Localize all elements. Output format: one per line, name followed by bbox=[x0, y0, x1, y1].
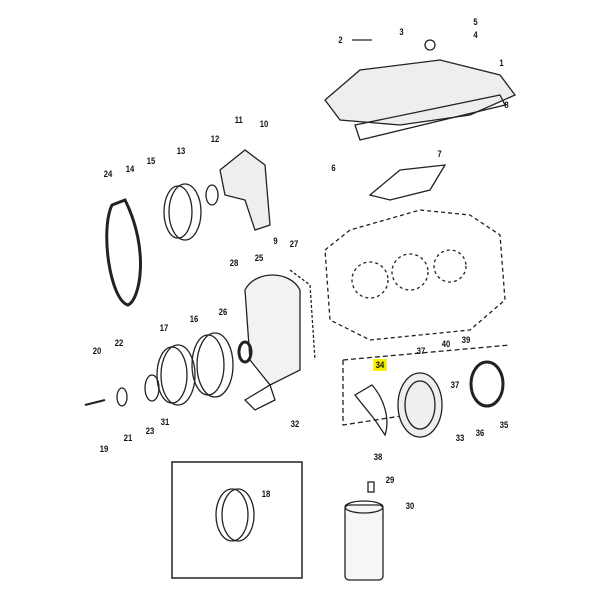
callout-34-highlighted: 34 bbox=[373, 359, 387, 371]
intake-manifold bbox=[324, 59, 517, 126]
part-18 bbox=[215, 488, 249, 542]
callout-8: 8 bbox=[504, 100, 509, 110]
callout-38: 38 bbox=[373, 452, 383, 462]
callout-3: 3 bbox=[399, 27, 404, 37]
callout-26: 26 bbox=[218, 307, 228, 317]
callout-37b: 37 bbox=[450, 380, 460, 390]
manifold-gasket bbox=[354, 94, 506, 141]
baffle-plate bbox=[368, 164, 447, 201]
callout-15: 15 bbox=[146, 156, 156, 166]
callout-40: 40 bbox=[441, 339, 451, 349]
callout-14: 14 bbox=[125, 164, 135, 174]
callout-27: 27 bbox=[289, 239, 299, 249]
water-pump bbox=[219, 149, 271, 231]
callout-12: 12 bbox=[210, 134, 220, 144]
callout-35: 35 bbox=[499, 420, 509, 430]
engine-block-outline bbox=[324, 209, 506, 341]
oil-seal bbox=[237, 340, 253, 364]
callout-29: 29 bbox=[385, 475, 395, 485]
callout-2: 2 bbox=[338, 35, 343, 45]
callout-30: 30 bbox=[405, 501, 415, 511]
drive-belt bbox=[105, 198, 142, 307]
callout-9: 9 bbox=[273, 236, 278, 246]
hub-31 bbox=[144, 374, 160, 402]
callout-28: 28 bbox=[229, 258, 239, 268]
callout-4: 4 bbox=[473, 30, 478, 40]
callout-31: 31 bbox=[160, 417, 170, 427]
callout-18: 18 bbox=[261, 489, 271, 499]
callout-33: 33 bbox=[455, 433, 465, 443]
callout-37a: 37 bbox=[416, 346, 426, 356]
washer-21 bbox=[116, 387, 128, 407]
callout-20: 20 bbox=[92, 346, 102, 356]
rear-seal-35 bbox=[469, 360, 505, 408]
callout-25: 25 bbox=[254, 253, 264, 263]
callout-32: 32 bbox=[290, 419, 300, 429]
cover-gasket bbox=[289, 269, 316, 361]
pump-pulley bbox=[168, 183, 202, 241]
callout-36: 36 bbox=[475, 428, 485, 438]
callout-17: 17 bbox=[159, 323, 169, 333]
gasket-34 bbox=[354, 384, 388, 437]
pulley-16 bbox=[196, 332, 234, 398]
bracket-32 bbox=[243, 384, 276, 411]
inset-box bbox=[171, 461, 303, 579]
callout-39: 39 bbox=[461, 335, 471, 345]
callout-6: 6 bbox=[331, 163, 336, 173]
callout-19: 19 bbox=[99, 444, 109, 454]
callout-23: 23 bbox=[145, 426, 155, 436]
callout-24: 24 bbox=[103, 169, 113, 179]
callout-21: 21 bbox=[123, 433, 133, 443]
callout-22: 22 bbox=[114, 338, 124, 348]
callout-16: 16 bbox=[189, 314, 199, 324]
callout-11: 11 bbox=[234, 115, 243, 125]
timing-cover bbox=[244, 274, 301, 386]
callout-10: 10 bbox=[259, 119, 269, 129]
callout-13: 13 bbox=[176, 146, 186, 156]
callout-5: 5 bbox=[473, 17, 478, 27]
callout-1: 1 bbox=[499, 58, 504, 68]
damper-17 bbox=[160, 344, 196, 406]
bracket bbox=[424, 39, 436, 51]
oil-filter bbox=[344, 504, 384, 581]
callout-7: 7 bbox=[437, 149, 442, 159]
